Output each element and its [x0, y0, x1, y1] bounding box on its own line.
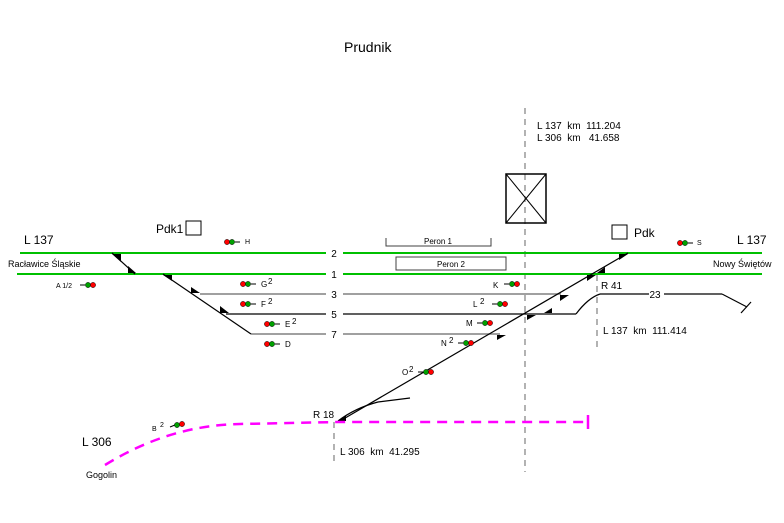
switch-marker [527, 315, 536, 320]
track-2-label: 2 [331, 249, 337, 260]
track-l306 [104, 420, 588, 467]
station-building-icon [505, 173, 547, 224]
km-label-r18: L 306 km 41.295 [340, 447, 420, 458]
post-label-pdk: Pdk [634, 226, 656, 240]
signal-label: A 1/2 [56, 283, 72, 290]
track-1-label: 1 [331, 270, 337, 281]
switch-marker [220, 306, 229, 313]
switch-marker [163, 275, 172, 281]
switch-marker [619, 254, 628, 260]
km-label-axis-l137: L 137 km 111.204 [537, 121, 621, 132]
switch-markers [112, 254, 628, 421]
switch-marker [128, 266, 136, 273]
signal-sup: 2 [292, 317, 297, 326]
signal-f2: F 2 [240, 297, 273, 309]
km-label-r41: L 137 km 111.414 [603, 326, 687, 337]
post-box-pdk1 [185, 220, 202, 236]
signal-h: H [224, 239, 250, 246]
signal-g2: G 2 [240, 277, 273, 289]
signal-sup: 2 [480, 297, 485, 306]
signal-s: S [677, 240, 702, 247]
switch-marker [544, 308, 552, 313]
track-5-label: 5 [331, 310, 337, 321]
signal-sup: 2 [160, 422, 164, 429]
track-7-label: 7 [331, 330, 337, 341]
signal-l2: L 2 [473, 297, 508, 309]
switch-label-r18: R 18 [313, 410, 335, 421]
signal-o2: O 2 [402, 365, 434, 377]
signal-label: F [261, 300, 266, 309]
signal-b2: B 2 [152, 421, 185, 433]
track-5-to-23-curve [575, 293, 601, 315]
km-label-axis-l306: L 306 km 41.658 [537, 133, 620, 144]
signal-m: M [466, 319, 493, 328]
destination-right: Nowy Świętów [713, 258, 772, 269]
signal-d: D [264, 340, 291, 349]
signal-label: N [441, 339, 447, 348]
signal-sup: 2 [268, 277, 273, 286]
switch-marker [587, 275, 596, 281]
switch-marker [112, 254, 121, 262]
destination-l306: Gogolin [86, 470, 117, 480]
track-3-label: 3 [331, 290, 337, 301]
signal-e2: E 2 [264, 317, 297, 329]
signal-n2: N 2 [441, 336, 474, 348]
line-label-left: L 137 [24, 233, 54, 247]
switch-label-r41: R 41 [601, 281, 623, 292]
switch-marker [560, 295, 569, 301]
signal-sup: 2 [409, 365, 414, 374]
platform-2: Peron 2 [395, 256, 507, 271]
signal-label: M [466, 319, 473, 328]
destination-left: Racławice Śląskie [8, 258, 81, 269]
platform-1-label: Peron 1 [424, 237, 453, 246]
signal-a12: A 1/2 [56, 282, 96, 290]
track-23-end [721, 293, 748, 308]
station-title: Prudnik [344, 39, 392, 55]
platform-1: Peron 1 [385, 237, 492, 247]
platform-2-label: Peron 2 [437, 260, 466, 269]
signal-label: G [261, 280, 267, 289]
signal-label: E [285, 320, 290, 329]
signal-label: D [285, 340, 291, 349]
signal-label: O [402, 368, 408, 377]
line-label-l306: L 306 [82, 435, 112, 449]
switch-marker [497, 335, 506, 340]
switch-marker [597, 267, 605, 273]
signal-label: H [245, 239, 250, 246]
signal-sup: 2 [268, 297, 273, 306]
signal-label: B [152, 426, 157, 433]
ladder-right [339, 252, 629, 422]
signal-label: S [697, 240, 702, 247]
signal-label: L [473, 300, 478, 309]
ladder-left [162, 273, 252, 335]
buffer-stop-icon [740, 301, 752, 314]
post-label-pdk1: Pdk1 [156, 222, 184, 236]
signal-k: K [493, 281, 520, 290]
post-box-pdk [611, 224, 628, 240]
signal-label: K [493, 281, 499, 290]
switch-marker [338, 415, 346, 421]
signal-sup: 2 [449, 336, 454, 345]
line-label-right: L 137 [737, 233, 767, 247]
switch-marker [191, 287, 200, 293]
track-23-label: 23 [649, 290, 661, 301]
